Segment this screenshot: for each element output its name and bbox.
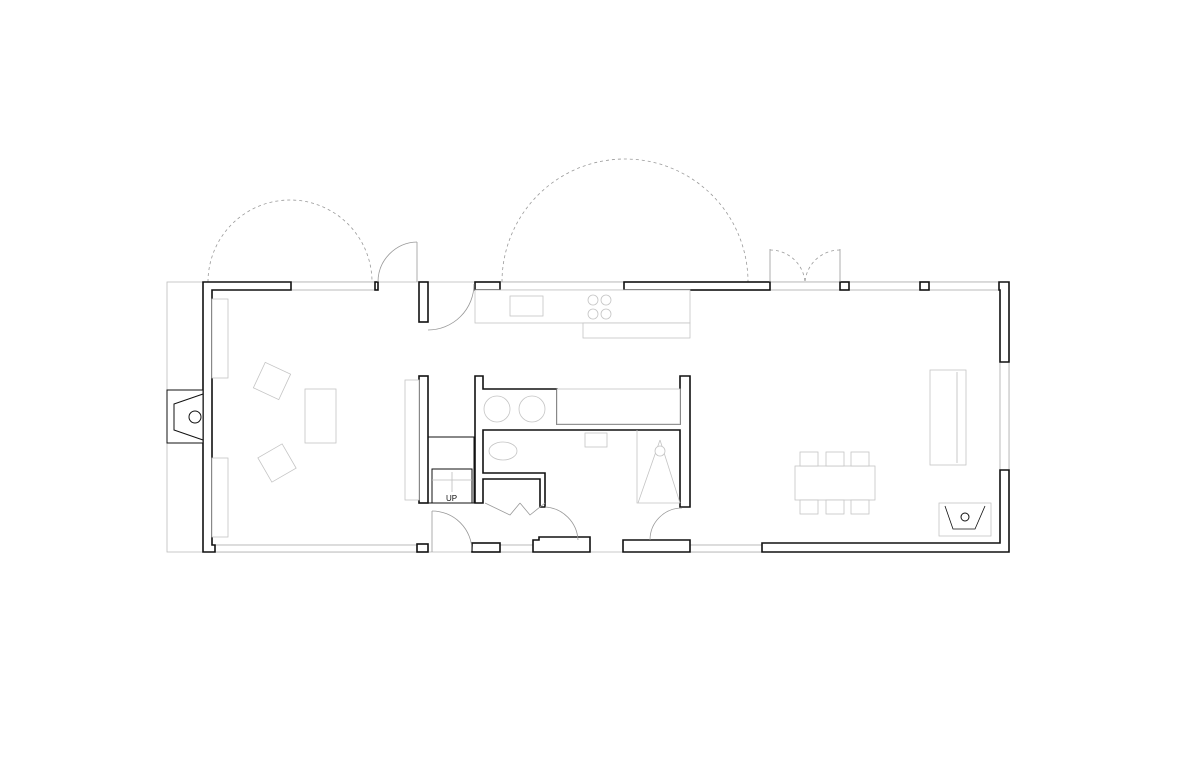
wall-stub-top [418,281,429,323]
french-door-swing-left [769,249,806,283]
shower [636,430,681,504]
stove-burner-icon [600,308,612,320]
shower-drain-icon [654,445,666,457]
vanity-basin-1 [483,395,511,423]
door-arc-bath [544,506,579,541]
window-right [999,361,1010,471]
window-bottom-living [214,544,418,553]
fireplace-west [166,389,204,444]
coffee-table [304,388,337,444]
fireplace-flue-icon [188,410,202,424]
kitchen-door-swing [501,158,749,283]
fireplace-firebox [173,393,204,441]
window-top-dining-2 [928,281,1000,291]
stove-burner-icon [587,294,599,306]
armchair-1 [252,361,292,401]
dining-chair [850,451,870,467]
french-door-swing-right [804,249,841,283]
kitchen-sink [509,295,544,317]
toilet [488,441,518,461]
wall-east-bottom [761,469,1010,553]
door-arc-shower [649,507,683,541]
wall-bottom-bath [532,536,591,553]
bench-north [211,298,229,379]
closet-bifold-door [484,502,546,516]
kitchen-island-cabinets [582,322,691,339]
armchair-2 [257,443,297,483]
window-bottom-dining [689,544,763,553]
living-door-swing [207,199,373,283]
stove-burner-icon [600,294,612,306]
post-top-1 [839,281,850,291]
sofa [929,369,967,466]
wood-stove-flue-icon [960,512,970,522]
stair-run [431,468,473,504]
laundry-cabinets [556,388,681,425]
post-top-2 [919,281,930,291]
door-arc-bottom [431,510,473,552]
bench-south [211,457,229,538]
bathroom [483,395,681,504]
window-top-dining-1 [848,281,921,291]
dining-chair [799,499,819,515]
wood-stove [944,505,986,530]
stair-up-label: UP [446,494,457,503]
post-living-bottom [416,543,429,553]
built-in-shelf [404,379,420,501]
living-furniture [211,298,420,538]
wall-kitchen-top-right [623,281,771,291]
post-living-top [374,281,379,291]
stair: UP [427,436,475,504]
wall-bottom-shower [622,539,691,553]
dining-table [794,465,876,501]
dining-chair [850,499,870,515]
window-top-kitchen [499,281,625,291]
stove-burner-icon [587,308,599,320]
dining-chair [799,451,819,467]
window-top-living [290,281,376,291]
doors [377,241,841,552]
wall-stair-west [418,375,429,504]
door-arc-top [377,241,418,283]
vanity-basin-2 [518,395,546,423]
window-bottom-hall [499,544,534,553]
wall-east-top [998,281,1010,363]
bath-sink [584,432,608,448]
window-top-french-door [769,281,841,291]
door-arc-entry [427,283,475,331]
wall-kitchen-top-left [474,281,501,291]
great-room-furniture [794,369,992,537]
kitchen [474,289,691,425]
dining-chair [825,451,845,467]
kitchen-counter [474,289,691,324]
wall-bottom-hall [471,542,501,553]
dining-chair [825,499,845,515]
